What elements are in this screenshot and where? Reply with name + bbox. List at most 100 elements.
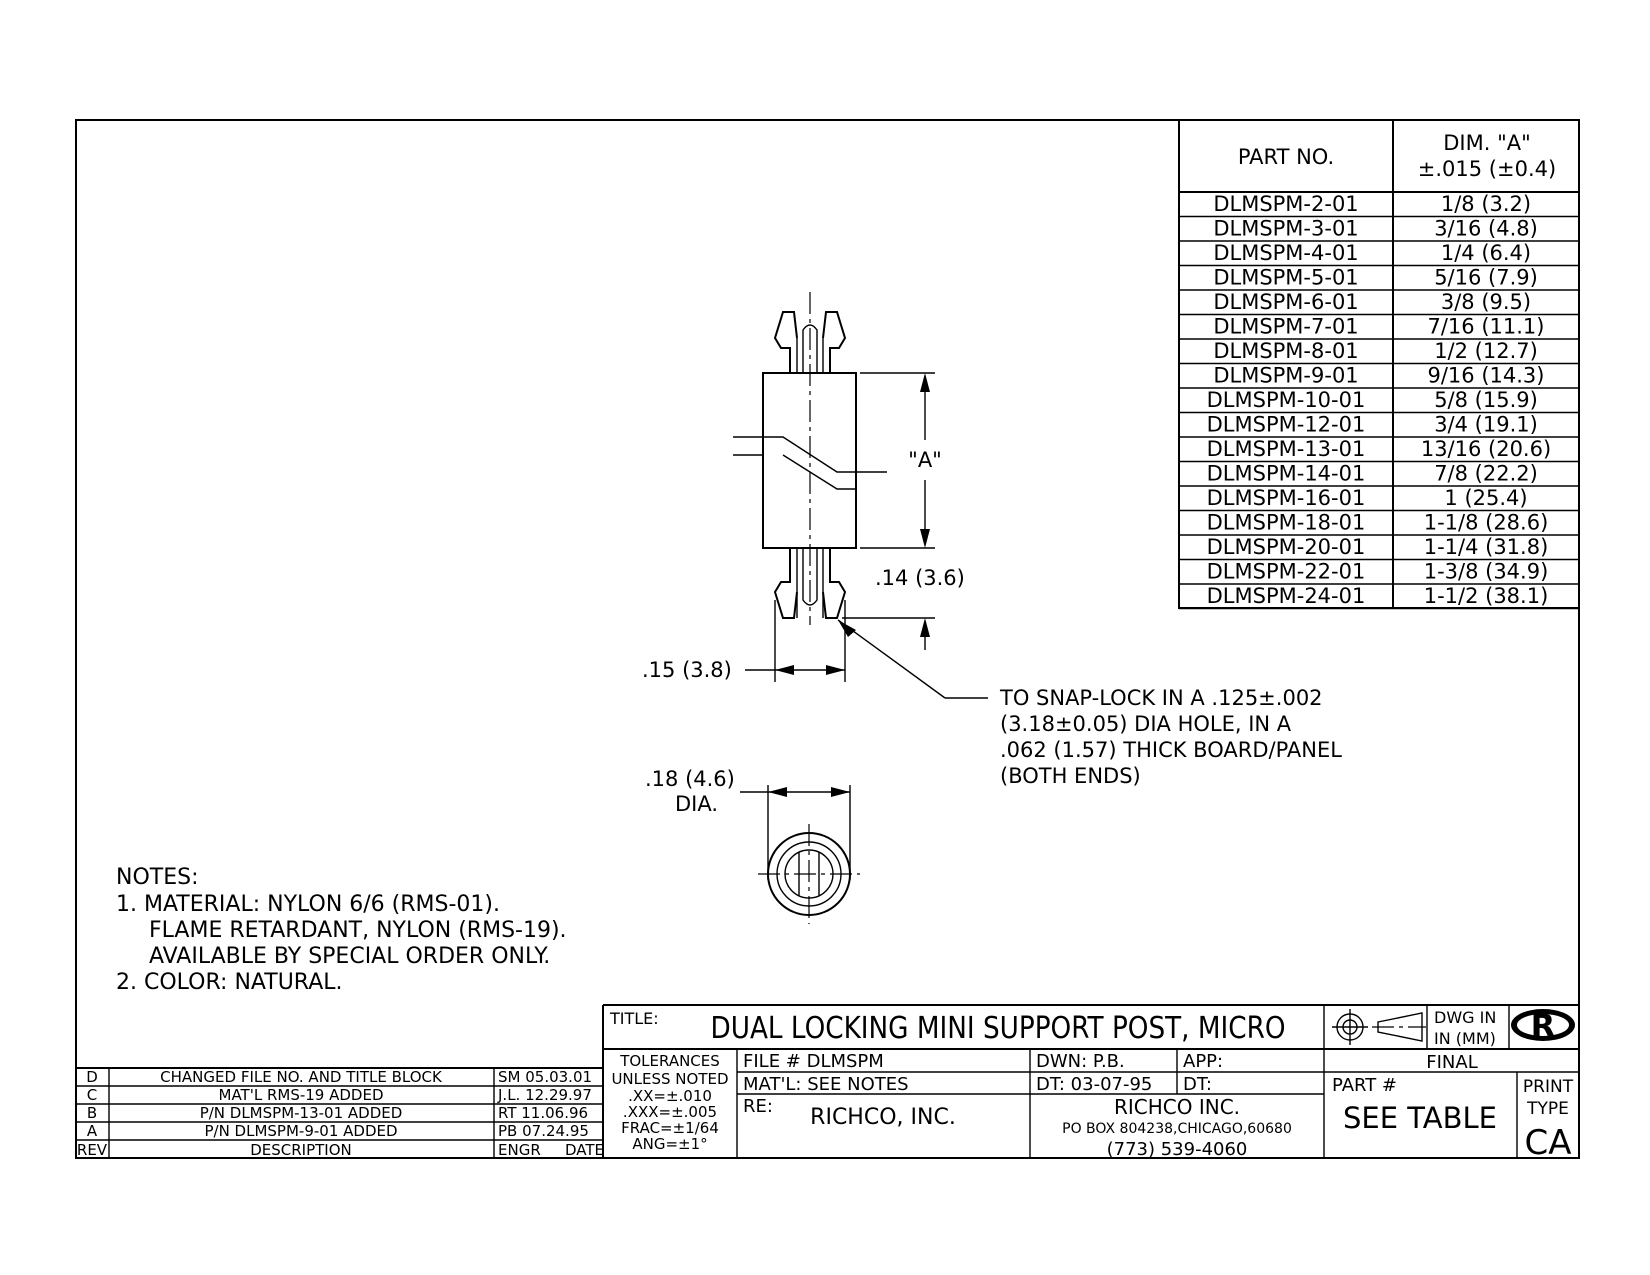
table-cell-part-number: DLMSPM-20-01 xyxy=(1207,535,1366,559)
sheet-border xyxy=(75,119,1580,1159)
rev-header-date: DATE xyxy=(565,1141,604,1159)
table-cell-part-number: DLMSPM-14-01 xyxy=(1207,462,1366,486)
print-type-line-2: TYPE xyxy=(1526,1099,1569,1119)
side-view: "A" .14 (3.6) .15 (3.8) xyxy=(642,292,988,699)
part-number-table: PART NO. DIM. "A" ±.015 (±0.4) DLMSPM-2-… xyxy=(1178,119,1580,610)
callout-line-2: (3.18±0.05) DIA HOLE, IN A xyxy=(1000,712,1292,736)
notes: NOTES: 1. MATERIAL: NYLON 6/6 (RMS-01). … xyxy=(116,865,567,995)
table-cell-part-number: DLMSPM-2-01 xyxy=(1213,192,1358,216)
table-cell-part-number: DLMSPM-12-01 xyxy=(1207,413,1366,437)
table-cell-dim-a: 3/8 (9.5) xyxy=(1441,290,1531,314)
logo-letter: R xyxy=(1531,1007,1556,1045)
file-number: FILE # DLMSPM xyxy=(743,1051,884,1072)
rev-description: P/N DLMSPM-13-01 ADDED xyxy=(200,1104,403,1122)
table-cell-part-number: DLMSPM-7-01 xyxy=(1213,315,1358,339)
company-name: RICHCO INC. xyxy=(1114,1095,1240,1119)
callout-line-4: (BOTH ENDS) xyxy=(1000,764,1141,788)
dimension-dia-suffix: DIA. xyxy=(675,792,718,816)
table-cell-part-number: DLMSPM-10-01 xyxy=(1207,388,1366,412)
note-line-4: 2. COLOR: NATURAL. xyxy=(116,970,343,995)
rev-letter: B xyxy=(87,1104,97,1122)
rev-header-rev: REV xyxy=(77,1141,108,1159)
table-header-dim-a: DIM. "A" xyxy=(1443,131,1531,155)
rev-engr-date: RT 11.06.96 xyxy=(498,1104,588,1122)
table-cell-dim-a: 5/16 (7.9) xyxy=(1434,266,1538,290)
tolerance-line-6: ANG=±1° xyxy=(632,1135,707,1153)
table-cell-part-number: DLMSPM-18-01 xyxy=(1207,511,1366,535)
tolerance-line-5: FRAC=±1/64 xyxy=(621,1119,719,1137)
table-cell-dim-a: 1-3/8 (34.9) xyxy=(1424,560,1549,584)
table-cell-part-number: DLMSPM-8-01 xyxy=(1213,339,1358,363)
rev-description: CHANGED FILE NO. AND TITLE BLOCK xyxy=(160,1068,443,1086)
re-label: RE: xyxy=(743,1096,773,1117)
dimension-dia-label: .18 (4.6) xyxy=(645,767,735,791)
tolerance-line-4: .XXX=±.005 xyxy=(623,1103,717,1121)
note-line-3: AVAILABLE BY SPECIAL ORDER ONLY. xyxy=(149,944,550,969)
table-cell-part-number: DLMSPM-6-01 xyxy=(1213,290,1358,314)
rev-description: MAT'L RMS-19 ADDED xyxy=(219,1086,384,1104)
tolerance-line-1: TOLERANCES xyxy=(619,1052,720,1070)
drawn-by: DWN: P.B. xyxy=(1036,1051,1125,1072)
drawing-status: FINAL xyxy=(1426,1052,1477,1073)
table-cell-part-number: DLMSPM-4-01 xyxy=(1213,241,1358,265)
dimension-width-label: .15 (3.8) xyxy=(642,658,732,682)
table-cell-dim-a: 1-1/2 (38.1) xyxy=(1424,584,1549,608)
title-block: TITLE: DUAL LOCKING MINI SUPPORT POST, M… xyxy=(602,1004,1579,1163)
table-header-part-no: PART NO. xyxy=(1238,145,1334,169)
rev-letter: C xyxy=(87,1086,97,1104)
part-number-label: PART # xyxy=(1332,1075,1397,1096)
rev-engr-date: PB 07.24.95 xyxy=(498,1122,589,1140)
table-cell-dim-a: 13/16 (20.6) xyxy=(1421,437,1551,461)
table-cell-part-number: DLMSPM-16-01 xyxy=(1207,486,1366,510)
table-cell-dim-a: 5/8 (15.9) xyxy=(1434,388,1538,412)
table-cell-part-number: DLMSPM-24-01 xyxy=(1207,584,1366,608)
approved-date: DT: xyxy=(1183,1074,1212,1095)
table-header-tolerance: ±.015 (±0.4) xyxy=(1418,157,1556,181)
richco-logo: R xyxy=(1511,1007,1575,1045)
table-cell-dim-a: 1-1/4 (31.8) xyxy=(1424,535,1549,559)
rev-engr-date: J.L. 12.29.97 xyxy=(497,1086,592,1104)
table-cell-part-number: DLMSPM-22-01 xyxy=(1207,560,1366,584)
part-number-value: SEE TABLE xyxy=(1343,1101,1497,1135)
notes-heading: NOTES: xyxy=(116,865,199,890)
table-cell-dim-a: 1/2 (12.7) xyxy=(1434,339,1538,363)
note-line-2: FLAME RETARDANT, NYLON (RMS-19). xyxy=(149,918,567,943)
rev-letter: A xyxy=(87,1122,98,1140)
tolerance-line-3: .XX=±.010 xyxy=(628,1087,712,1105)
note-line-1: 1. MATERIAL: NYLON 6/6 (RMS-01). xyxy=(116,892,500,917)
rev-description: P/N DLMSPM-9-01 ADDED xyxy=(204,1122,397,1140)
rev-engr-date: SM 05.03.01 xyxy=(498,1068,592,1086)
title-label: TITLE: xyxy=(609,1009,659,1028)
dimension-a-label: "A" xyxy=(908,448,942,472)
table-cell-dim-a: 1-1/8 (28.6) xyxy=(1424,511,1549,535)
table-cell-part-number: DLMSPM-3-01 xyxy=(1213,217,1358,241)
table-cell-dim-a: 9/16 (14.3) xyxy=(1428,364,1545,388)
company-address: PO BOX 804238,CHICAGO,60680 xyxy=(1062,1121,1292,1137)
drawn-date: DT: 03-07-95 xyxy=(1036,1074,1152,1095)
re-value: RICHCO, INC. xyxy=(810,1105,956,1130)
third-angle-projection-icon xyxy=(1332,1009,1426,1045)
table-cell-dim-a: 1/4 (6.4) xyxy=(1441,241,1531,265)
end-view: .18 (4.6) DIA. xyxy=(645,767,860,924)
drawing-title: DUAL LOCKING MINI SUPPORT POST, MICRO xyxy=(711,1011,1286,1046)
table-cell-dim-a: 1/8 (3.2) xyxy=(1441,192,1531,216)
table-cell-dim-a: 1 (25.4) xyxy=(1444,486,1527,510)
callout-line-3: .062 (1.57) THICK BOARD/PANEL xyxy=(1000,738,1342,762)
material: MAT'L: SEE NOTES xyxy=(743,1074,909,1095)
snap-lock-callout: TO SNAP-LOCK IN A .125±.002 (3.18±0.05) … xyxy=(999,686,1342,788)
table-cell-dim-a: 7/16 (11.1) xyxy=(1428,315,1545,339)
print-type-line-1: PRINT xyxy=(1523,1077,1574,1097)
dimension-height-label: .14 (3.6) xyxy=(875,566,965,590)
table-cell-dim-a: 3/16 (4.8) xyxy=(1434,217,1538,241)
revision-block: D CHANGED FILE NO. AND TITLE BLOCK SM 05.0… xyxy=(76,1067,604,1159)
table-cell-part-number: DLMSPM-9-01 xyxy=(1213,364,1358,388)
rev-letter: D xyxy=(86,1068,98,1086)
table-cell-dim-a: 3/4 (19.1) xyxy=(1434,413,1538,437)
tolerance-line-2: UNLESS NOTED xyxy=(611,1070,728,1088)
approved-by: APP: xyxy=(1183,1051,1223,1072)
dwg-units-line-2: IN (MM) xyxy=(1434,1029,1496,1048)
rev-header-engr: ENGR xyxy=(498,1141,541,1159)
callout-line-1: TO SNAP-LOCK IN A .125±.002 xyxy=(999,686,1323,710)
print-type-value: CA xyxy=(1525,1123,1572,1163)
